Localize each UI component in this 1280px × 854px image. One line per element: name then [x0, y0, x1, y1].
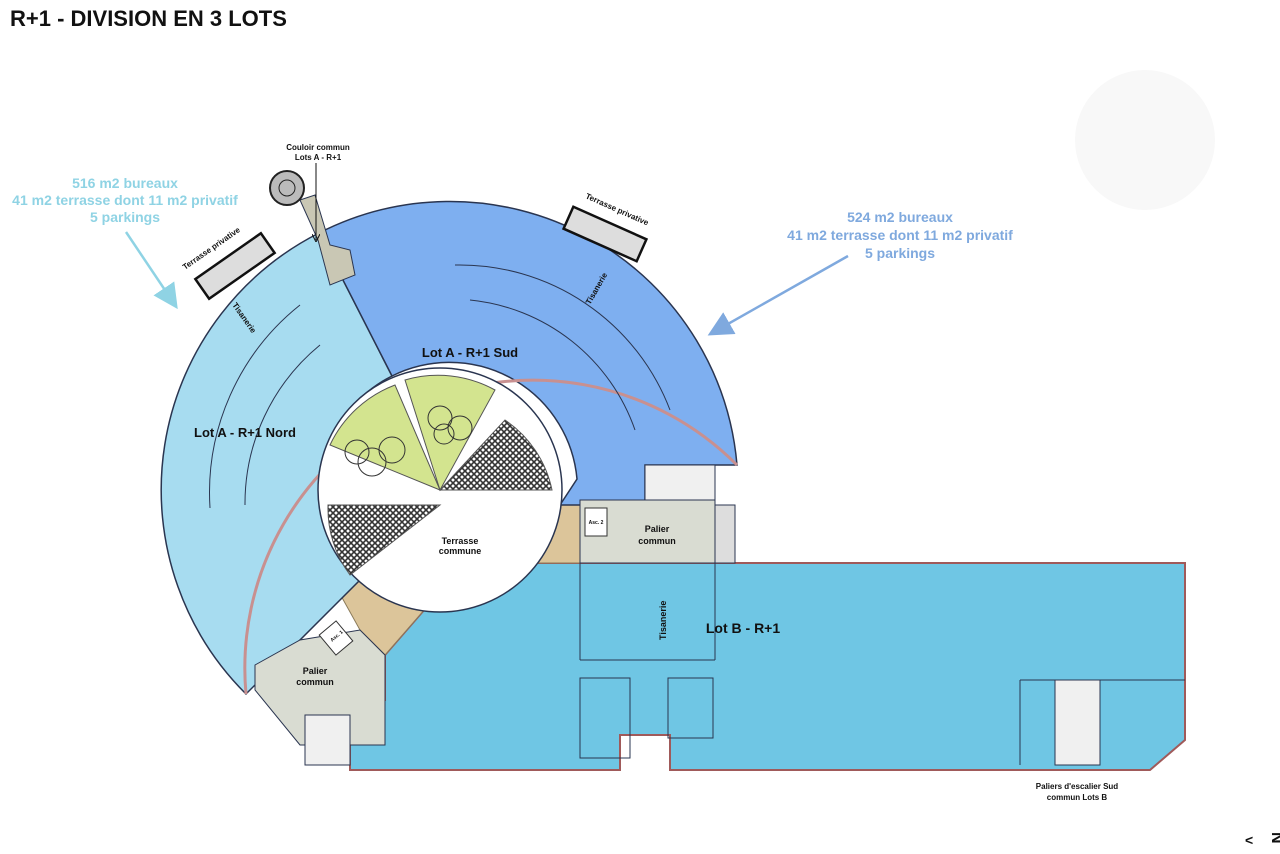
compass-north-letter: N: [1268, 832, 1280, 844]
nord-info-3: 5 parkings: [90, 209, 160, 225]
stair-left: [304, 714, 351, 766]
nord-info-2: 41 m2 terrasse dont 11 m2 privatif: [12, 192, 238, 208]
nord-info-arrow: [124, 231, 178, 310]
elevator-2: [584, 507, 608, 537]
sud-info-3: 5 parkings: [865, 245, 935, 261]
couloir-label-2: Lots A - R+1: [295, 153, 342, 162]
elevator-1: [318, 620, 354, 656]
terrasse-privative-nord: [193, 231, 277, 301]
label-lot-b: Lot B - R+1: [706, 620, 780, 636]
planting-southwest: [327, 504, 442, 576]
lawn-north: [404, 374, 496, 492]
lot-a-sud-area: [317, 200, 738, 506]
nord-info-1: 516 m2 bureaux: [72, 175, 178, 191]
north-compass: < N: [1245, 832, 1280, 848]
label-lot-a-sud: Lot A - R+1 Sud: [422, 345, 518, 360]
label-asc-2: Asc. 2: [589, 520, 604, 526]
shaft-right: [714, 504, 736, 564]
trees: [344, 405, 473, 477]
compass-arrow-icon: <: [1245, 832, 1253, 848]
faint-watermark: [1075, 70, 1215, 210]
terrasse-privative-sud: [561, 205, 649, 263]
paliers-sud-label-2: commun Lots B: [1047, 793, 1108, 802]
partition-walls: [209, 264, 1185, 765]
stair-south: [1054, 679, 1101, 766]
label-palier-right-1: Palier: [645, 524, 670, 534]
lawn-west: [329, 384, 441, 491]
label-tisanerie-b: Tisanerie: [658, 601, 668, 640]
page-title: R+1 - DIVISION EN 3 LOTS: [10, 6, 287, 31]
sud-info-arrow: [707, 254, 849, 336]
paliers-sud-label-1: Paliers d'escalier Sud: [1036, 782, 1119, 791]
label-lot-a-nord: Lot A - R+1 Nord: [194, 425, 296, 440]
sud-info-2: 41 m2 terrasse dont 11 m2 privatif: [787, 227, 1013, 243]
stair-right: [644, 464, 716, 501]
couloir-commun-area: [299, 194, 356, 286]
sud-info-1: 524 m2 bureaux: [847, 209, 953, 225]
planting-east: [438, 419, 553, 491]
spiral-stair-core: [278, 179, 296, 197]
couloir-label-1: Couloir commun: [286, 143, 350, 152]
label-terrasse-commune-2: commune: [439, 546, 482, 556]
label-terrasse-commune-1: Terrasse: [442, 536, 479, 546]
label-palier-right-2: commun: [638, 536, 676, 546]
palier-commun-left: [254, 629, 386, 746]
label-palier-left-1: Palier: [303, 666, 328, 676]
label-palier-left-2: commun: [296, 677, 334, 687]
spiral-stair: [269, 170, 305, 206]
